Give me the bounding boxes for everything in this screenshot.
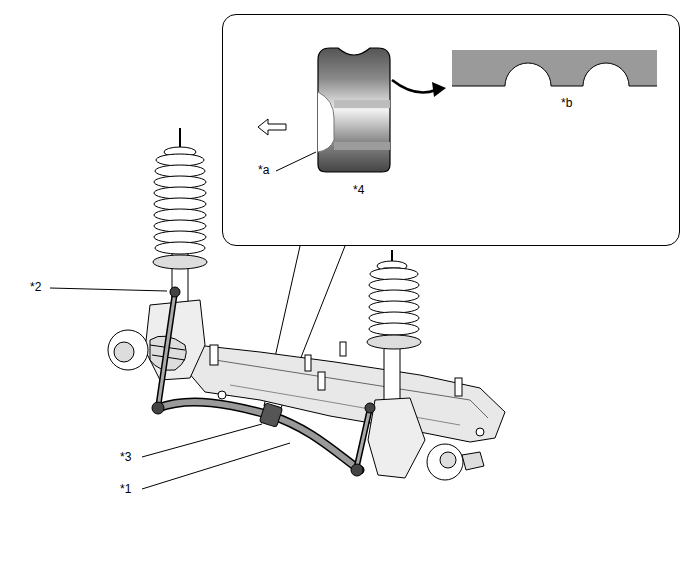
callout-number: *1 bbox=[120, 483, 131, 496]
right-strut bbox=[367, 250, 484, 480]
stabilizer-bar bbox=[152, 287, 375, 476]
callout-label: *4 bbox=[353, 184, 364, 197]
callout-label: *b bbox=[561, 97, 572, 110]
leader-lines bbox=[50, 288, 290, 489]
inset-panel: *a *4 *b bbox=[222, 14, 680, 246]
left-strut bbox=[108, 128, 207, 380]
inset-detail bbox=[258, 48, 657, 408]
subframe bbox=[188, 342, 505, 442]
callout-number: *2 bbox=[30, 281, 41, 294]
callout-number: *3 bbox=[120, 451, 131, 464]
callout-label: *a bbox=[258, 164, 269, 177]
